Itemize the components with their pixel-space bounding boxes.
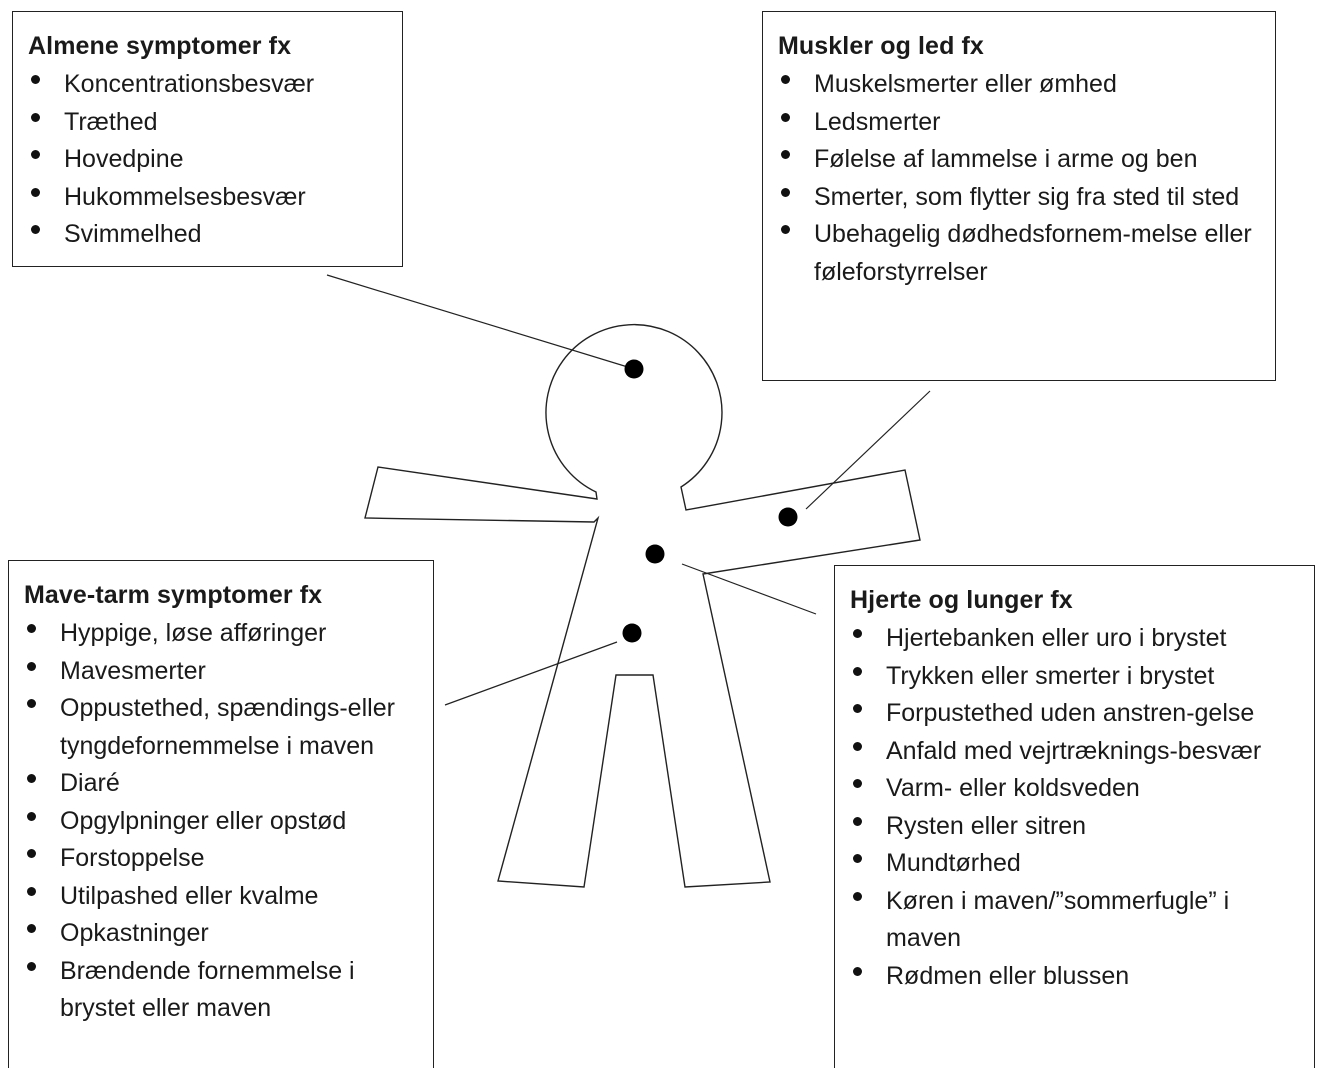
list-item: Oppustethed, spændings-eller tyngdeforne… xyxy=(24,690,419,765)
symptom-list: Hyppige, løse afføringer Mavesmerter Opp… xyxy=(24,615,419,1028)
box-title: Muskler og led fx xyxy=(778,30,1261,62)
list-item: Ubehagelig dødhedsfornem-melse eller føl… xyxy=(778,216,1261,291)
dot-chest xyxy=(646,545,665,564)
list-item: Hyppige, løse afføringer xyxy=(24,615,419,653)
box-title: Mave-tarm symptomer fx xyxy=(24,579,419,611)
list-item: Træthed xyxy=(28,104,388,142)
list-item: Svimmelhed xyxy=(28,216,388,254)
list-item: Forstoppelse xyxy=(24,840,419,878)
list-item: Mundtørhed xyxy=(850,845,1300,883)
list-item: Varm- eller koldsveden xyxy=(850,770,1300,808)
box-title: Almene symptomer fx xyxy=(28,30,388,62)
list-item: Muskelsmerter eller ømhed xyxy=(778,66,1261,104)
list-item: Hjertebanken eller uro i brystet xyxy=(850,620,1300,658)
symptom-list: Hjertebanken eller uro i brystet Trykken… xyxy=(850,620,1300,995)
list-item: Forpustethed uden anstren-gelse xyxy=(850,695,1300,733)
muskler-og-led-box: Muskler og led fx Muskelsmerter eller øm… xyxy=(762,11,1276,381)
box-title: Hjerte og lunger fx xyxy=(850,584,1300,616)
almene-symptomer-box: Almene symptomer fx Koncentrationsbesvær… xyxy=(12,11,403,267)
list-item: Smerter, som flytter sig fra sted til st… xyxy=(778,179,1261,217)
list-item: Koncentrationsbesvær xyxy=(28,66,388,104)
list-item: Mavesmerter xyxy=(24,653,419,691)
list-item: Hovedpine xyxy=(28,141,388,179)
list-item: Trykken eller smerter i brystet xyxy=(850,658,1300,696)
list-item: Opgylpninger eller opstød xyxy=(24,803,419,841)
leader-line-almene xyxy=(327,275,631,368)
list-item: Anfald med vejrtræknings-besvær xyxy=(850,733,1300,771)
list-item: Køren i maven/”sommerfugle” i maven xyxy=(850,883,1300,958)
symptom-list: Muskelsmerter eller ømhed Ledsmerter Føl… xyxy=(778,66,1261,291)
list-item: Rysten eller sitren xyxy=(850,808,1300,846)
list-item: Hukommelsesbesvær xyxy=(28,179,388,217)
list-item: Opkastninger xyxy=(24,915,419,953)
mave-tarm-box: Mave-tarm symptomer fx Hyppige, løse aff… xyxy=(8,560,434,1068)
list-item: Rødmen eller blussen xyxy=(850,958,1300,996)
list-item: Brændende fornemmelse i brystet eller ma… xyxy=(24,953,419,1028)
list-item: Ledsmerter xyxy=(778,104,1261,142)
list-item: Utilpashed eller kvalme xyxy=(24,878,419,916)
dot-stomach xyxy=(623,624,642,643)
symptom-list: Koncentrationsbesvær Træthed Hovedpine H… xyxy=(28,66,388,254)
list-item: Diaré xyxy=(24,765,419,803)
dot-arm xyxy=(779,508,798,527)
list-item: Følelse af lammelse i arme og ben xyxy=(778,141,1261,179)
hjerte-og-lunger-box: Hjerte og lunger fx Hjertebanken eller u… xyxy=(834,565,1315,1068)
dot-head xyxy=(625,360,644,379)
